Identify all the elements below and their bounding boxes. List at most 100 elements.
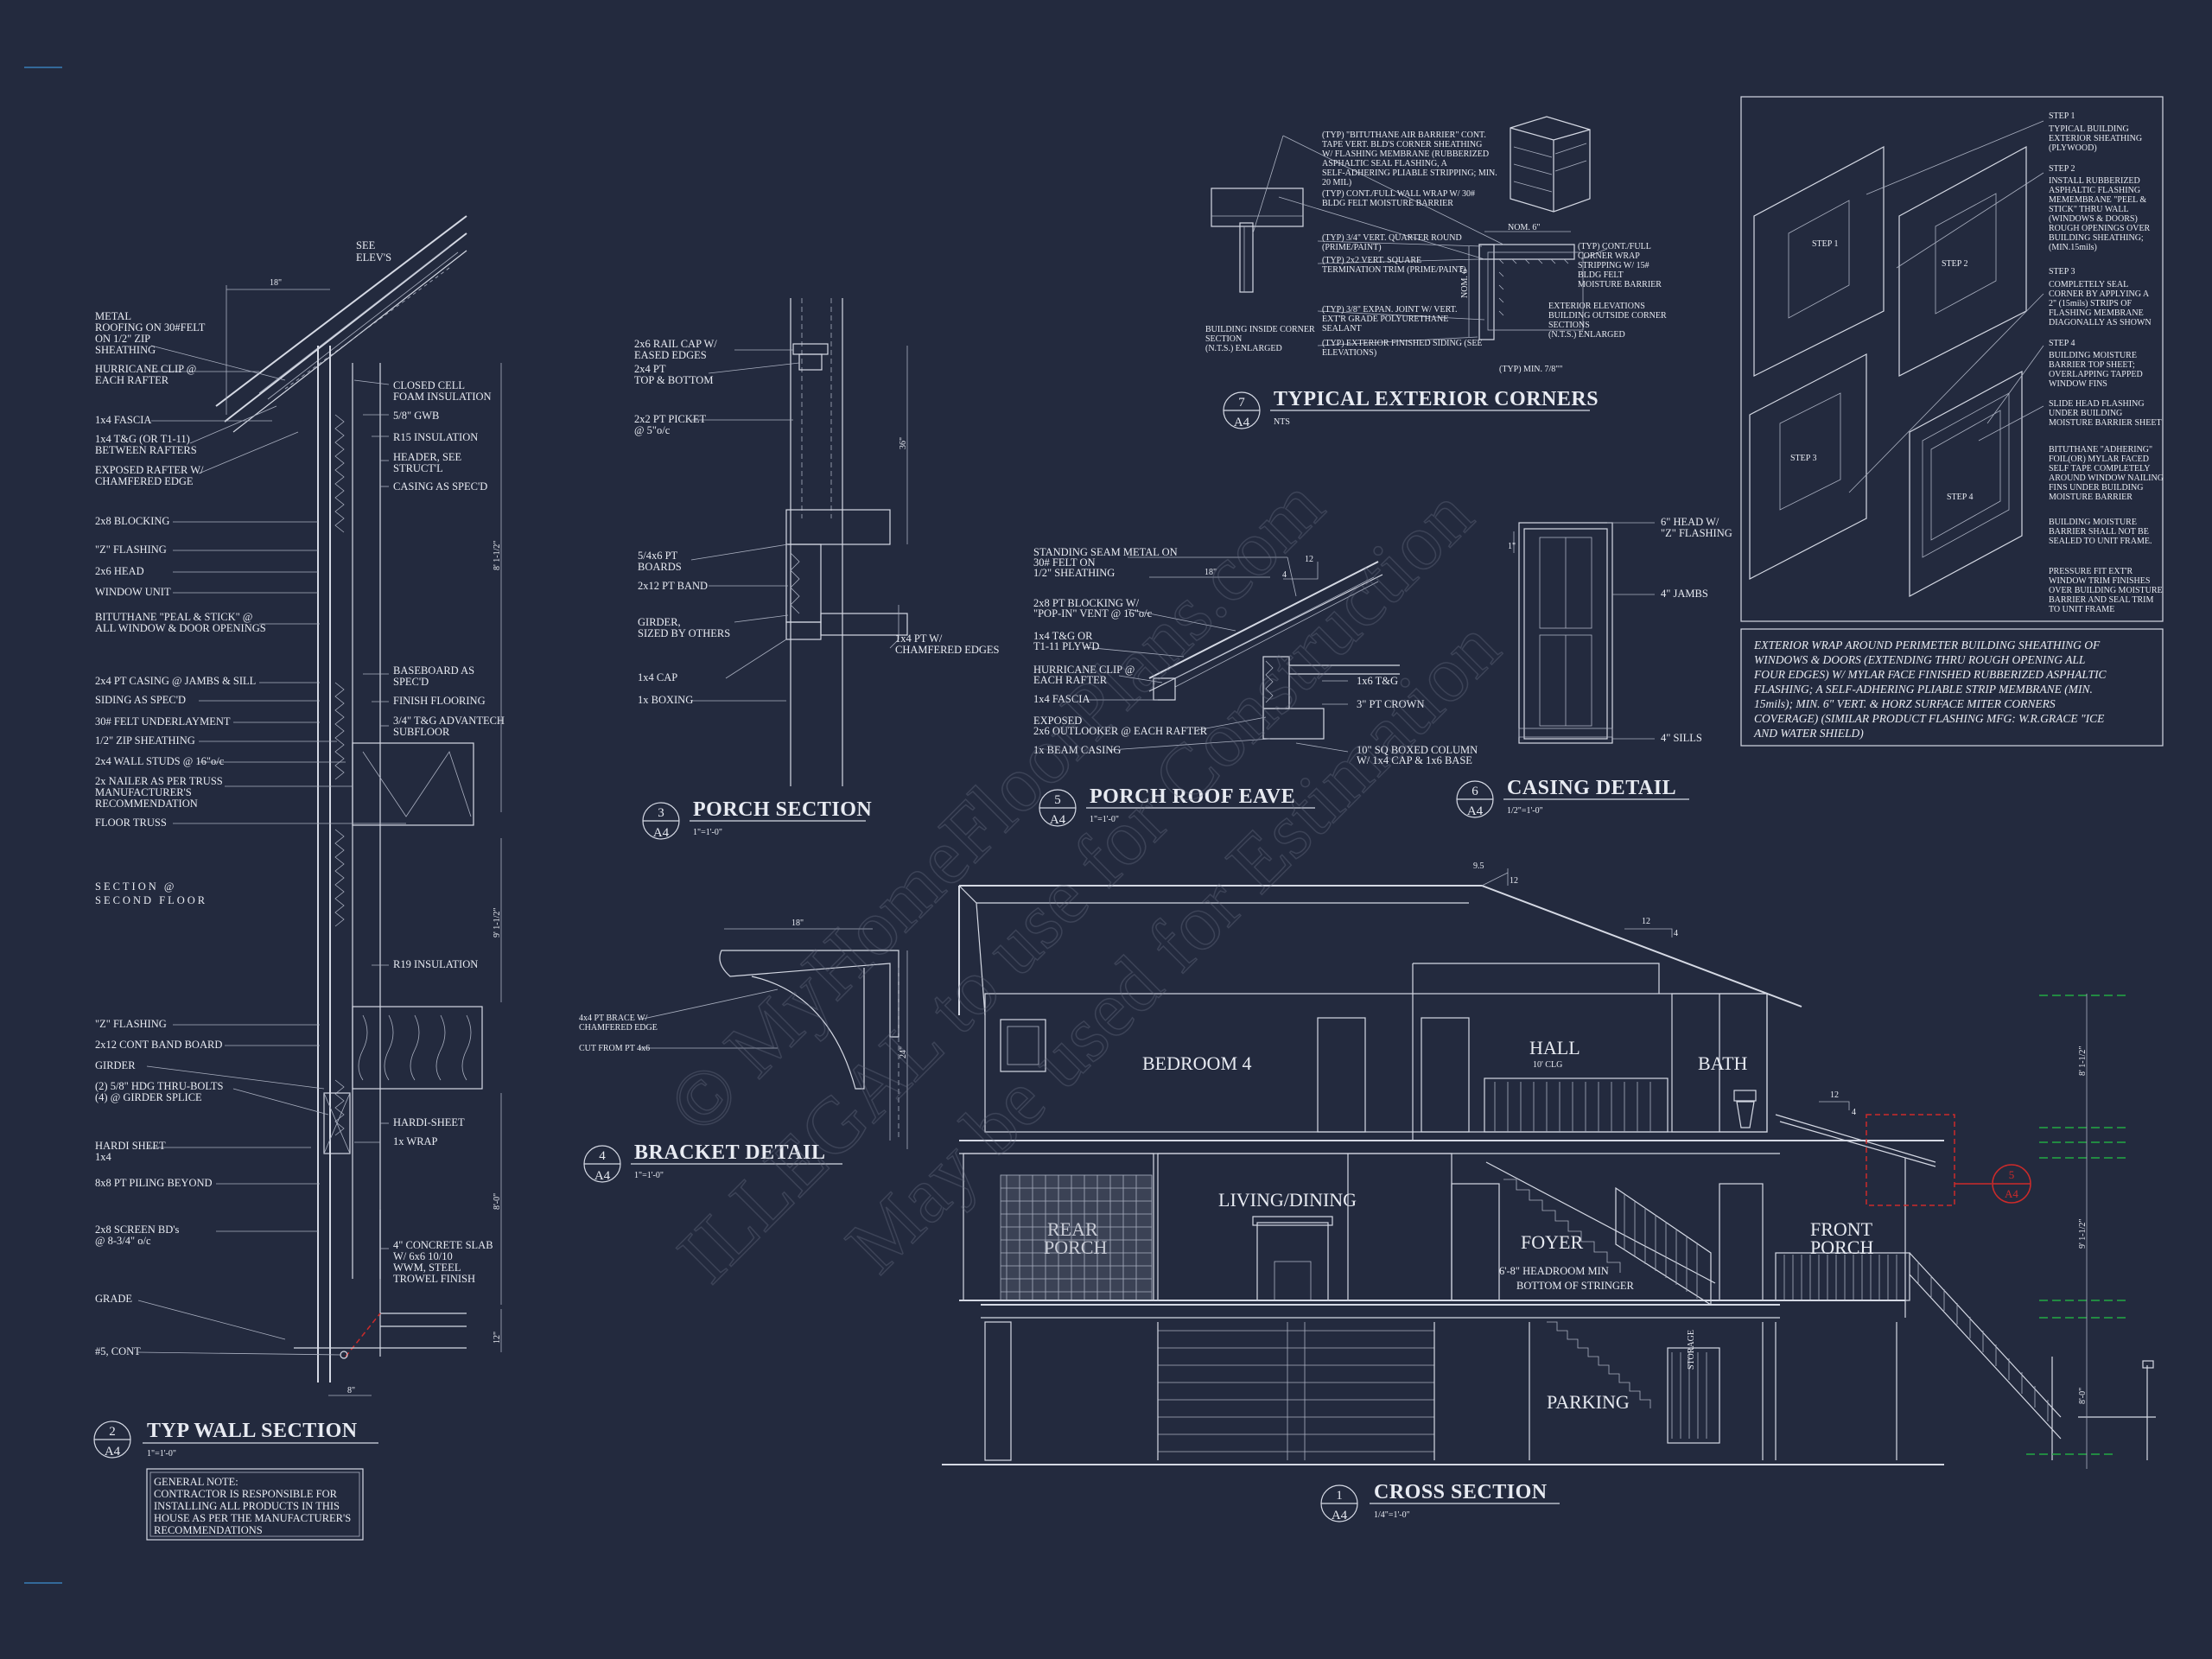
casing-note-2: 4" JAMBS (1661, 588, 1708, 600)
title-exterior-corners: 7 A4 TYPICAL EXTERIOR CORNERS NTS (1223, 388, 1599, 429)
wrap-note-4: FLASHING; A SELF-ADHERING PLIABLE STRIP … (1753, 683, 2093, 696)
corners-dim-1: NOM. 6" (1508, 223, 1540, 232)
corners-title-sheet: A4 (1234, 416, 1250, 429)
flashing-steps-panel: STEP 1 STEP 2 STEP 3 STEP 4 STEP 1 TYPIC… (1740, 96, 2164, 622)
room-front-porch-2: PORCH (1810, 1236, 1873, 1258)
casing-note-3: 4" SILLS (1661, 732, 1702, 744)
corners-right-3: STRIPPING W/ 15# (1578, 261, 1649, 270)
eave-dim: 18" (1205, 568, 1217, 577)
general-note-line-2: CONTRACTOR IS RESPONSIBLE FOR (154, 1488, 338, 1500)
note-subfloor-2: SUBFLOOR (393, 726, 450, 738)
bracket-note-1b: CHAMFERED EDGE (579, 1023, 658, 1033)
casing-title-num: 6 (1471, 785, 1478, 798)
porch-title: PORCH SECTION (693, 798, 872, 821)
step-bit-2: FOIL(OR) MYLAR FACED (2049, 454, 2149, 464)
general-note-line-1: GENERAL NOTE: (154, 1476, 238, 1488)
wrap-note-2: WINDOWS & DOORS (EXTENDING THRU ROUGH OP… (1754, 653, 2085, 666)
corners-cap-out-3: SECTIONS (1548, 321, 1590, 330)
note-blocking: 2x8 BLOCKING (95, 515, 169, 527)
corners-right-5: MOISTURE BARRIER (1578, 280, 1662, 289)
note-hardi-sheet: HARDI-SHEET (393, 1116, 465, 1128)
note-screen-2: @ 8-3/4" o/c (95, 1235, 151, 1247)
note-bituthane-1: BITUTHANE "PEAL & STICK" @ (95, 611, 252, 623)
corners-note-4b: TERMINATION TRIM (PRIME/PAINT) (1322, 265, 1466, 275)
slope-rise-1: 9.5 (1473, 861, 1484, 871)
wrap-note-3: FOUR EDGES) W/ MYLAR FACE FINISHED RUBBE… (1753, 668, 2107, 681)
note-gwb: 5/8" GWB (393, 410, 439, 422)
cross-dim-1: 8' 1-1/2" (2078, 1046, 2088, 1077)
step-bit-5: FINS UNDER BUILDING (2049, 483, 2143, 493)
step-2-line-3: MEMEMBRANE "PEEL & (2049, 195, 2146, 205)
corners-cap-in-1: BUILDING INSIDE CORNER (1205, 325, 1315, 334)
porch-note-girder-2: SIZED BY OTHERS (638, 627, 730, 639)
eave-note-4a: HURRICANE CLIP @ (1033, 664, 1135, 676)
step-bit-6: MOISTURE BARRIER (2049, 493, 2133, 502)
step-4-line-3: OVERLAPPING TAPPED (2049, 370, 2143, 379)
porch-section-drawing: 36" 2x6 RAIL CAP W/ EASED EDGES 2x4 PT T… (634, 298, 1000, 786)
bracket-note-2: CUT FROM PT 4x6 (579, 1044, 650, 1053)
porch-note-railcap-1: 2x6 RAIL CAP W/ (634, 338, 717, 350)
corners-note-1e: SELF-ADHERING PLIABLE STRIPPING; MIN. (1322, 168, 1497, 178)
step-trim-3: OVER BUILDING MOISTURE (2049, 586, 2163, 595)
eave-note-6b: 2x6 OUTLOOKER @ EACH RAFTER (1033, 725, 1208, 737)
note-header-2: STRUCT'L (393, 462, 443, 474)
callout-num: 5 (2009, 1168, 2015, 1181)
corners-title-scale: NTS (1274, 417, 1290, 427)
exterior-corners-drawing: NOM. 6" NOM. 6" (TYP) MIN. 7/8"" (TYP) "… (1205, 116, 1667, 374)
step-head-1: SLIDE HEAD FLASHING (2049, 399, 2145, 409)
cross-title-num: 1 (1336, 1489, 1343, 1503)
note-foam-1: CLOSED CELL (393, 379, 465, 391)
note-zip: 1/2" ZIP SHEATHING (95, 734, 195, 747)
note-slab-3: WWM, STEEL (393, 1262, 461, 1274)
corners-note-3a: (TYP) 3/4" VERT. QUARTER ROUND (1322, 233, 1462, 243)
wall-section-top-labels: SEE ELEV'S 18" (270, 239, 391, 288)
see-elev-label-2: ELEV'S (356, 251, 391, 264)
porch-note-2x4-1: 2x4 PT (634, 363, 666, 375)
headroom-1: 6'-8" HEADROOM MIN (1499, 1265, 1609, 1277)
eave-note-5: 1x4 FASCIA (1033, 693, 1090, 705)
note-studs: 2x4 WALL STUDS @ 16"o/c (95, 755, 225, 767)
see-elev-label-1: SEE (356, 239, 376, 251)
corners-cap-in-2: SECTION (1205, 334, 1242, 344)
step-3-line-5: DIAGONALLY AS SHOWN (2049, 318, 2152, 327)
corners-title-num: 7 (1238, 396, 1245, 410)
note-foam-2: FOAM INSULATION (393, 391, 492, 403)
step-tag-4: STEP 4 (1947, 493, 1973, 502)
corners-title: TYPICAL EXTERIOR CORNERS (1274, 388, 1599, 410)
wrap-note-6: COVERAGE) (SIMILAR PRODUCT FLASHING MFG:… (1754, 712, 2105, 725)
casing-detail-drawing: 6" HEAD W/ "Z" FLASHING 4" JAMBS 4" SILL… (1508, 516, 1732, 744)
bracket-dim-side: 24" (899, 1046, 908, 1058)
eave-note-1c: 1/2" SHEATHING (1033, 567, 1115, 579)
step-3-line-4: FLASHING MEMBRANE (2049, 308, 2144, 318)
note-girder: GIRDER (95, 1059, 136, 1071)
porch-note-boards-1: 5/4x6 PT (638, 550, 678, 562)
room-hall-clg: 10' CLG (1533, 1060, 1562, 1070)
room-storage: STORAGE (1687, 1330, 1696, 1370)
wall-title-num: 2 (109, 1425, 116, 1439)
callout-sheet: A4 (2005, 1187, 2018, 1200)
porch-note-picket-2: @ 5"o/c (634, 424, 671, 436)
eave-note-1a: STANDING SEAM METAL ON (1033, 546, 1178, 558)
note-siding: SIDING AS SPEC'D (95, 694, 186, 706)
note-metal-roof-2: ROOFING ON 30#FELT (95, 321, 206, 334)
note-hardi-2: 1x4 (95, 1151, 112, 1163)
cross-dim-3: 8'-0" (2078, 1388, 2088, 1404)
title-cross-section: 1 A4 CROSS SECTION 1/4"=1'-0" (1320, 1481, 1560, 1522)
cross-title-scale: 1/4"=1'-0" (1374, 1510, 1410, 1520)
corners-cap-out-2: BUILDING OUTSIDE CORNER (1548, 311, 1667, 321)
room-bedroom: BEDROOM 4 (1142, 1052, 1252, 1074)
note-nailer-3: RECOMMENDATION (95, 798, 198, 810)
eave-note-7: 1x BEAM CASING (1033, 744, 1121, 756)
step-head-2: UNDER BUILDING (2049, 409, 2122, 418)
wall-title-sheet: A4 (105, 1445, 121, 1459)
note-casing-r: CASING AS SPEC'D (393, 480, 487, 493)
step-tag-3: STEP 3 (1790, 454, 1816, 463)
step-2-line-6: ROUGH OPENINGS OVER (2049, 224, 2151, 233)
note-header-1: HEADER, SEE (393, 451, 462, 463)
note-r15: R15 INSULATION (393, 431, 478, 443)
slope-rise-2: 4 (1674, 929, 1678, 938)
casing-note-1a: 6" HEAD W/ (1661, 516, 1719, 528)
note-baseboard-1: BASEBOARD AS (393, 664, 474, 677)
note-r19: R19 INSULATION (393, 958, 478, 970)
porch-note-2x4-2: TOP & BOTTOM (634, 374, 713, 386)
